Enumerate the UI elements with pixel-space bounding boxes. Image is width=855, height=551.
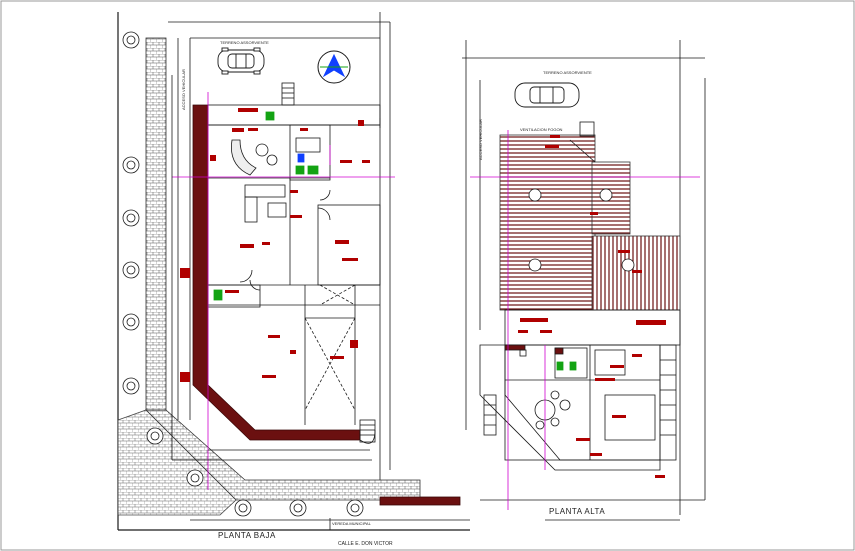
tree-icons-row bbox=[122, 31, 364, 517]
toilet-icon bbox=[297, 153, 305, 163]
ground-side-label: ACCESO VEHICULAR bbox=[181, 69, 186, 110]
sidewalk-label: VEREDA MUNICIPAL bbox=[332, 521, 372, 526]
car-icon bbox=[217, 47, 265, 75]
car-icon bbox=[514, 82, 580, 108]
ground-top-label: TERRENO ASSORVIENTE bbox=[220, 40, 269, 45]
tree-icon bbox=[122, 377, 140, 395]
tree-icon bbox=[234, 499, 252, 517]
upper-side-label: ACCESO VEHICULAR bbox=[478, 119, 483, 160]
ground-floor-title: PLANTA BAJA bbox=[218, 531, 276, 540]
street-label: CALLE E. DON VICTOR bbox=[338, 541, 393, 547]
upper-top-label: TERRENO ASSORVIENTE bbox=[543, 70, 592, 75]
ground-floor-plan bbox=[117, 12, 470, 531]
vent-label: VENTILACION FOGON bbox=[520, 127, 563, 132]
tree-icon bbox=[146, 427, 164, 445]
tree-icon bbox=[346, 499, 364, 517]
tree-icon bbox=[122, 313, 140, 331]
tree-icon bbox=[186, 469, 204, 487]
tree-icon bbox=[122, 156, 140, 174]
tree-icon bbox=[122, 31, 140, 49]
tree-icon bbox=[122, 209, 140, 227]
tree-icon bbox=[122, 261, 140, 279]
north-arrow-icon bbox=[317, 50, 351, 84]
upper-floor-title: PLANTA ALTA bbox=[549, 507, 605, 516]
tree-icon bbox=[289, 499, 307, 517]
upper-floor-plan bbox=[462, 40, 706, 521]
